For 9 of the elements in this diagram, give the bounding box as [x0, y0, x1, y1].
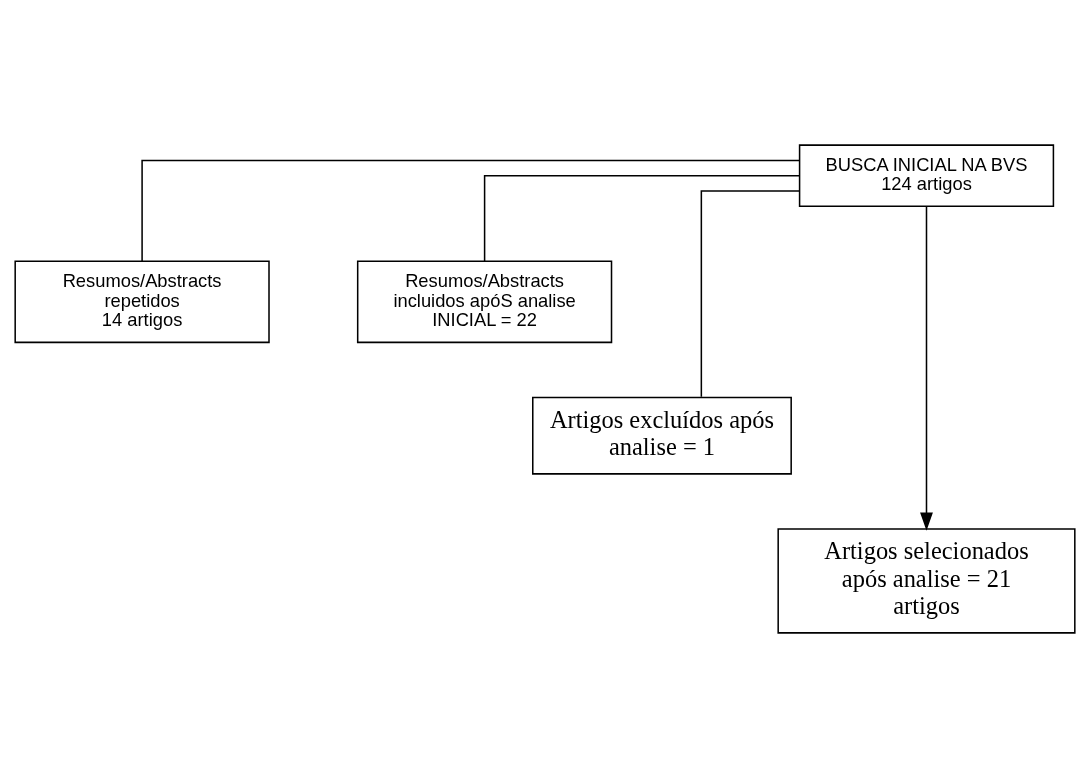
node-box: BUSCA INICIAL NA BVS 124 artigos	[798, 144, 1055, 208]
connector	[483, 174, 801, 262]
node-box: Resumos/Abstracts incluidos apóS analise INICIAL = 22	[356, 260, 613, 344]
connector	[700, 190, 801, 398]
connector	[141, 159, 800, 262]
node-box: Artigos excluídos após analise = 1	[532, 396, 792, 475]
node-box: Artigos selecionados após analise = 21 artigos	[777, 528, 1076, 634]
node-box: Resumos/Abstracts repetidos 14 artigos	[14, 260, 270, 344]
arrow	[920, 206, 933, 531]
